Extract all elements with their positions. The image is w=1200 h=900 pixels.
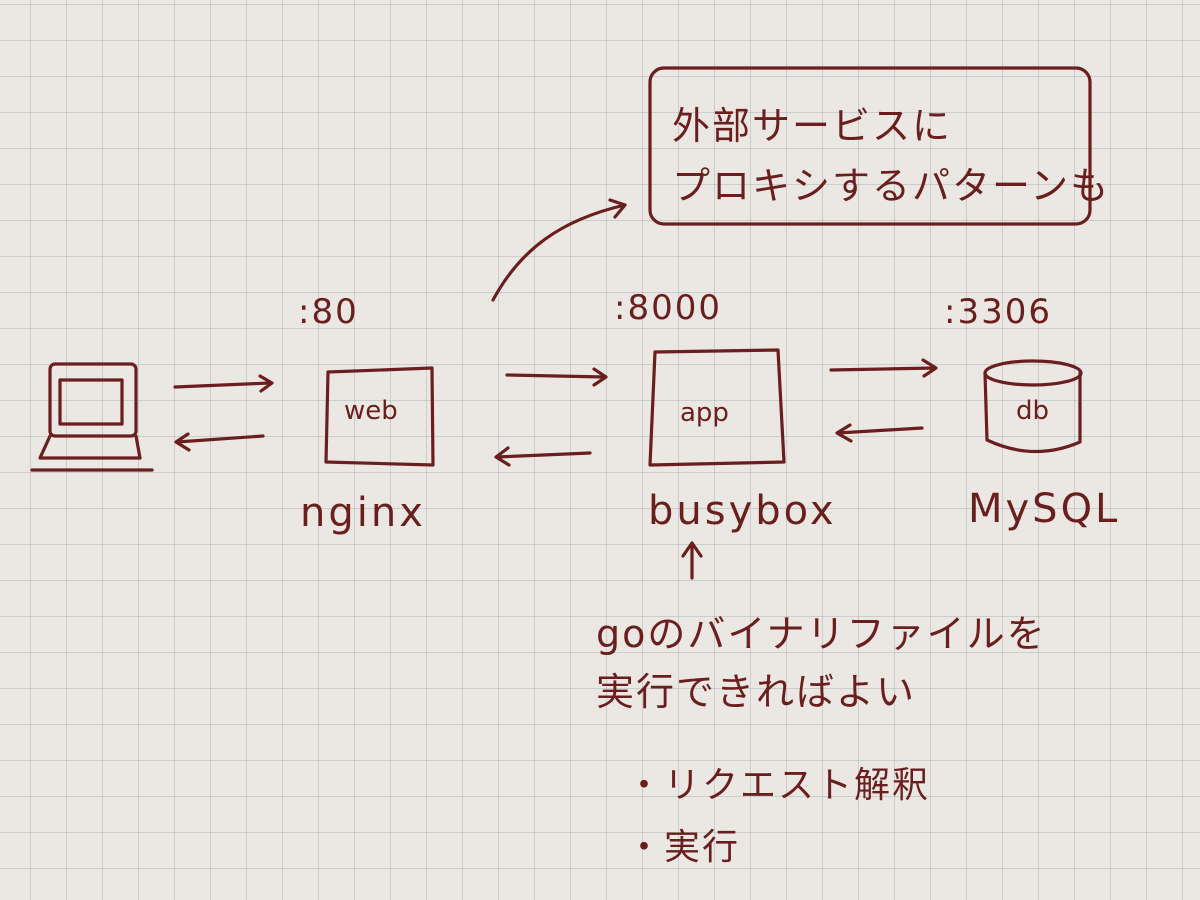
app-name: busybox [648, 488, 837, 534]
app-box-label: app [680, 398, 729, 428]
app-to-web-arrow [495, 451, 592, 459]
db-cylinder [983, 359, 1083, 454]
proxy-curve-arrowhead [608, 198, 627, 219]
client-to-web-arrow [173, 381, 272, 389]
note-line-1: 外部サービスに [672, 104, 953, 148]
bullet-request-parse: ・リクエスト解釈 [626, 765, 931, 806]
web-box [324, 366, 435, 467]
db-to-app-arrow [836, 426, 924, 435]
app-box [648, 348, 786, 467]
laptop-icon [30, 362, 154, 472]
db-port: :3306 [944, 292, 1052, 332]
note-line-2: プロキシするパターンも [672, 164, 1111, 208]
proxy-curve-arrow [491, 203, 627, 302]
busybox-note-line-2: 実行できればよい [596, 670, 917, 714]
app-to-db-arrow [829, 366, 937, 372]
web-box-label: web [344, 396, 398, 426]
db-box-label: db [1016, 396, 1050, 426]
web-to-client-arrow [175, 434, 265, 444]
web-port: :80 [298, 292, 359, 332]
note-box [648, 66, 1092, 226]
bullet-execute: ・実行 [626, 827, 741, 868]
web-to-app-arrow [505, 373, 607, 379]
web-name: nginx [300, 490, 426, 536]
db-name: MySQL [968, 486, 1121, 532]
app-port: :8000 [614, 288, 722, 328]
busybox-note-line-1: goのバイナリファイルを [596, 612, 1047, 656]
